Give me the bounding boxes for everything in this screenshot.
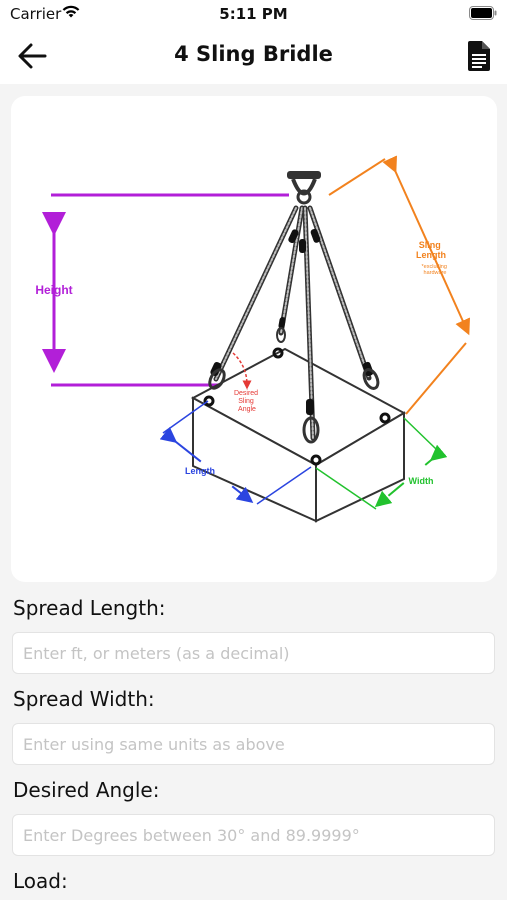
status-time: 5:11 PM [219, 5, 288, 23]
desired-angle-label: Desired Angle: [13, 778, 160, 802]
length-dimension: Length [159, 400, 312, 505]
back-button[interactable] [10, 36, 54, 76]
sling-length-line-2: Length [416, 250, 446, 260]
document-icon [468, 41, 490, 71]
slings [203, 205, 391, 466]
battery-icon [469, 6, 497, 25]
spread-width-label: Spread Width: [13, 687, 155, 711]
shackle [287, 171, 321, 205]
spread-length-label: Spread Length: [13, 596, 166, 620]
sling-diagram-card: Height Sling Length *excluding hardware [11, 96, 497, 582]
angle-indicator: Desired Sling Angle [232, 352, 260, 413]
angle-label: Desired Sling Angle [234, 390, 260, 413]
length-label: Length [185, 466, 215, 476]
spread-length-input[interactable] [12, 632, 495, 674]
sling-length-note: *excluding hardware [422, 264, 449, 276]
page-title: 4 Sling Bridle [174, 42, 333, 66]
arrow-left-icon [18, 43, 47, 69]
sling-length-dimension: Sling Length *excluding hardware [328, 155, 471, 415]
load-label: Load: [13, 869, 68, 893]
height-dimension: Height [35, 193, 289, 387]
width-dimension: Width [315, 417, 448, 510]
sling-length-line-1: Sling [419, 240, 441, 250]
spread-width-input[interactable] [12, 723, 495, 765]
document-button[interactable] [463, 38, 495, 74]
sling-length-label: Sling Length [416, 240, 446, 260]
desired-angle-input[interactable] [12, 814, 495, 856]
status-bar: Carrier 5:11 PM [0, 0, 507, 28]
navigation-bar: 4 Sling Bridle [0, 28, 507, 84]
wifi-icon [61, 4, 81, 24]
width-label: Width [409, 476, 434, 486]
carrier-label: Carrier [10, 5, 62, 23]
height-label: Height [35, 283, 72, 297]
sling-bridle-diagram: Height Sling Length *excluding hardware [35, 155, 471, 523]
